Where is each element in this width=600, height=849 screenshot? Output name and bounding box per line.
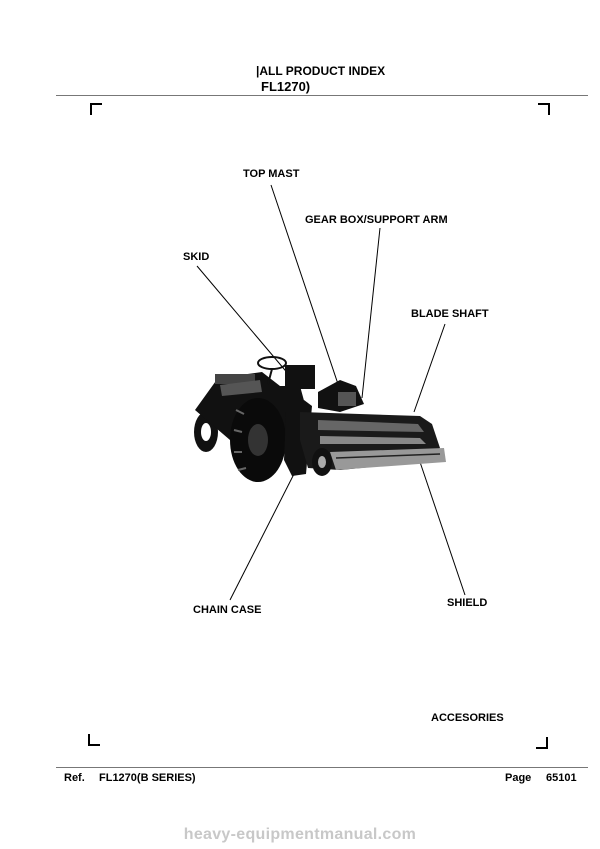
footer-ref-value: FL1270(B SERIES)	[99, 772, 196, 784]
label-gear-box-support-arm: GEAR BOX/SUPPORT ARM	[305, 214, 448, 226]
footer-page-number: 65101	[546, 772, 577, 784]
header-rule	[56, 95, 588, 96]
label-chain-case: CHAIN CASE	[193, 604, 262, 616]
model-code: FL1270)	[261, 79, 311, 94]
tractor-image	[194, 356, 446, 482]
label-blade-shaft: BLADE SHAFT	[411, 308, 489, 320]
crop-mark-bottom-right	[536, 737, 548, 749]
footer-ref-label: Ref.	[64, 772, 85, 784]
leader-top-mast	[270, 184, 341, 391]
footer-page-label: Page	[505, 772, 532, 784]
watermark: heavy-equipmentmanual.com	[183, 826, 417, 843]
footer-rule	[56, 767, 588, 768]
leader-shield	[419, 461, 466, 596]
index-title: |ALL PRODUCT INDEX	[256, 64, 386, 78]
crop-mark-top-right	[538, 103, 550, 115]
leader-gear-box	[361, 227, 381, 399]
crop-mark-top-left	[90, 103, 102, 115]
leader-skid	[196, 265, 291, 377]
label-shield: SHIELD	[447, 597, 488, 609]
label-skid: SKID	[183, 251, 210, 263]
crop-mark-bottom-left	[88, 734, 100, 746]
label-top-mast: TOP MAST	[243, 168, 300, 180]
label-accessories: ACCESORIES	[431, 712, 504, 724]
leader-blade-shaft	[413, 323, 446, 413]
leader-chain-case	[229, 469, 297, 601]
